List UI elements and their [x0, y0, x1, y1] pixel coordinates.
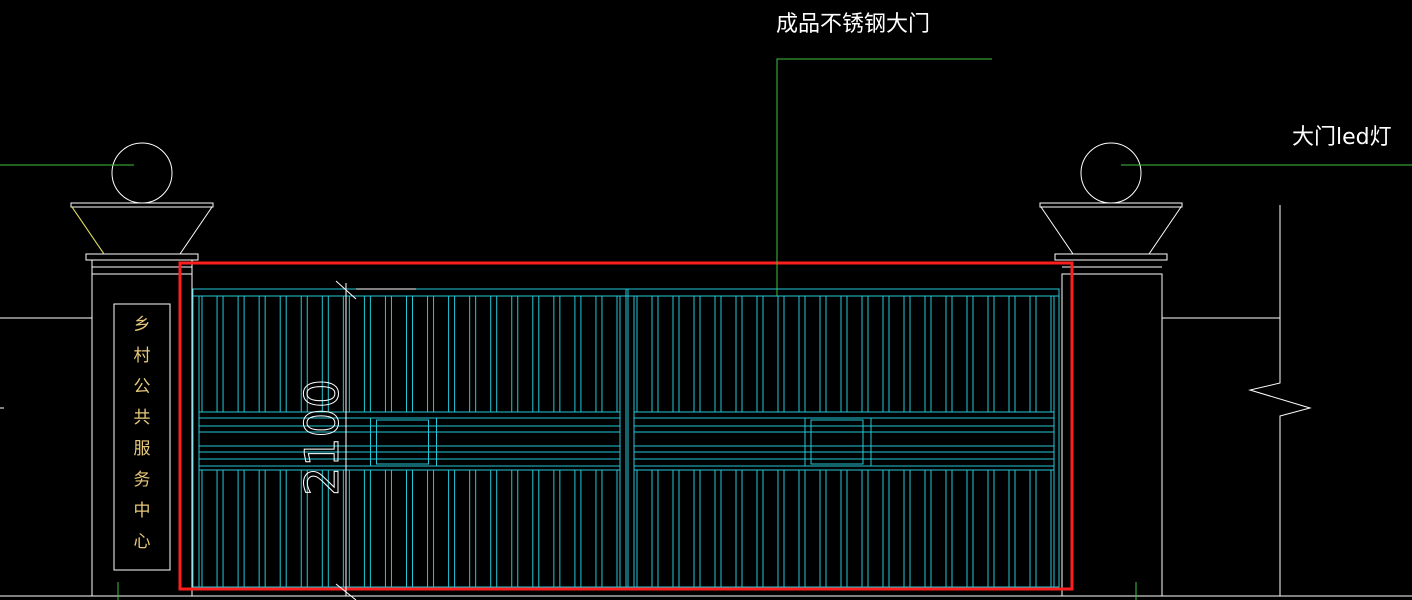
right-bowl	[1040, 206, 1182, 255]
gate-center-panel	[370, 417, 437, 467]
gate-leaf	[198, 295, 621, 588]
gate-leader-line	[776, 58, 992, 296]
lamp-label: 大门led灯	[1292, 125, 1392, 150]
sign-character: 村	[134, 346, 151, 366]
gate-center-square	[810, 419, 864, 465]
stainless-gate	[192, 288, 1060, 588]
sign-panel	[113, 303, 171, 571]
dimension-text: 2100	[295, 379, 349, 496]
left-pillar-body	[91, 273, 193, 597]
right-pillar-cap	[1054, 253, 1168, 261]
right-pillar-body	[1061, 273, 1163, 597]
sign-character: 共	[134, 408, 151, 428]
right-pillar	[1039, 142, 1183, 597]
right-lamp-globe	[1080, 142, 1142, 204]
gate-center-square	[376, 419, 429, 465]
leader-lines	[0, 58, 1412, 600]
left-bowl-edge	[71, 206, 105, 255]
break-line	[1248, 205, 1312, 596]
left-pillar	[70, 142, 214, 597]
sign-character: 务	[134, 470, 151, 490]
left-bowl-rim	[70, 202, 214, 208]
sign-character: 中	[134, 501, 151, 521]
gate-highlight-box	[178, 261, 1074, 591]
gate-center-panel	[804, 417, 872, 467]
sign-character: 乡	[134, 315, 151, 335]
dimension-tick	[335, 280, 357, 300]
left-bowl	[71, 206, 213, 255]
gate-leaf	[633, 295, 1055, 588]
gate-label: 成品不锈钢大门	[776, 12, 930, 37]
sign-character: 心	[134, 532, 151, 552]
dimension-tick	[335, 583, 357, 600]
left-lamp-globe	[111, 142, 173, 204]
left-pillar-cap	[85, 253, 199, 261]
sign-character: 公	[134, 377, 151, 397]
sign-character: 服	[134, 439, 151, 459]
right-bowl-rim	[1039, 202, 1183, 208]
dimension-2100: 2100	[295, 280, 416, 600]
wall-outline	[0, 205, 1412, 597]
